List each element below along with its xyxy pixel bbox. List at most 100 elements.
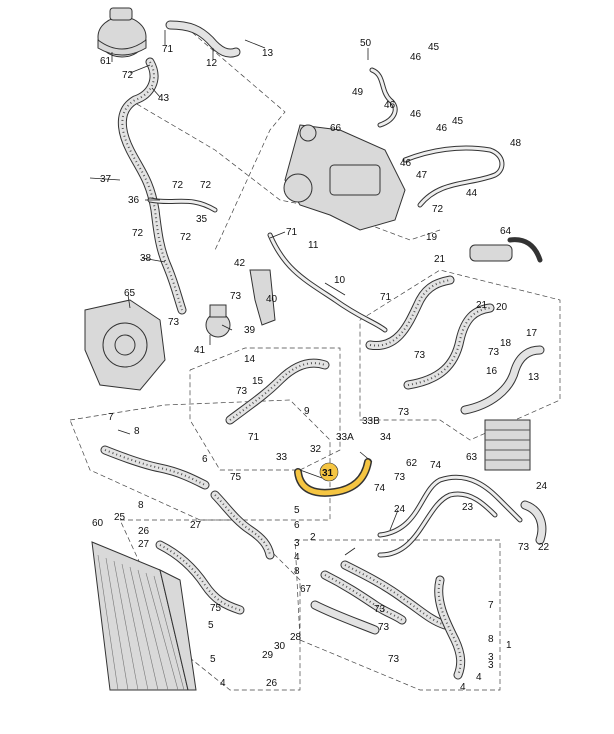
callout-73: 73 [388, 654, 400, 665]
callout-73: 73 [414, 350, 426, 361]
callout-3: 3 [488, 660, 494, 671]
callout-40: 40 [266, 294, 278, 305]
callout-41: 41 [194, 345, 206, 356]
callout-60: 60 [92, 518, 104, 529]
callout-9: 9 [304, 406, 310, 417]
pipe-10 [267, 232, 388, 333]
callout-72: 72 [132, 228, 144, 239]
callout-8: 8 [488, 634, 494, 645]
callout-31: 31 [322, 468, 334, 479]
callout-37: 37 [100, 174, 112, 185]
callout-3: 3 [294, 538, 300, 549]
callout-71: 71 [162, 44, 174, 55]
callout-8: 8 [138, 500, 144, 511]
callout-22: 22 [538, 542, 550, 553]
callout-3: 3 [488, 652, 494, 663]
callout-28: 28 [290, 632, 302, 643]
callout-73: 73 [488, 347, 500, 358]
callout-46: 46 [400, 158, 412, 169]
callout-25: 25 [114, 512, 126, 523]
callout-1: 1 [506, 640, 512, 651]
callout-4: 4 [220, 678, 226, 689]
callout-72: 72 [122, 70, 134, 81]
callout-73: 73 [394, 472, 406, 483]
callout-20: 20 [496, 302, 508, 313]
callout-71: 71 [248, 432, 260, 443]
right-top-hoses [369, 67, 505, 208]
oil-cooler [484, 419, 531, 471]
callout-45: 45 [452, 116, 464, 127]
callout-26: 26 [138, 526, 150, 537]
callout-61: 61 [100, 56, 112, 67]
callout-75: 75 [210, 603, 222, 614]
callout-36: 36 [128, 195, 140, 206]
callout-14: 14 [244, 354, 256, 365]
callout-73: 73 [168, 317, 180, 328]
callout-24: 24 [536, 481, 548, 492]
callout-74: 74 [430, 460, 442, 471]
callout-34: 34 [380, 432, 392, 443]
callout-10: 10 [334, 275, 346, 286]
callout-46: 46 [384, 100, 396, 111]
callout-33: 33 [276, 452, 288, 463]
callout-4: 4 [476, 672, 482, 683]
callout-26: 26 [266, 678, 278, 689]
callout-46: 46 [436, 123, 448, 134]
callout-31-highlight: 31 [319, 462, 339, 482]
callout-labels: 61 71 12 13 72 43 50 46 45 49 46 46 66 4… [92, 38, 550, 693]
callout-73: 73 [374, 604, 386, 615]
callout-73: 73 [230, 291, 242, 302]
callout-5: 5 [210, 654, 216, 665]
callout-17: 17 [526, 328, 538, 339]
callout-11: 11 [308, 240, 319, 251]
group-frames [69, 21, 561, 691]
callout-13: 13 [528, 372, 540, 383]
callout-24: 24 [394, 504, 406, 515]
callout-5: 5 [208, 620, 214, 631]
callout-62: 62 [406, 458, 418, 469]
callout-32: 32 [310, 444, 322, 455]
callout-21: 21 [434, 254, 446, 265]
hose-group-67 [310, 560, 450, 635]
callout-71: 71 [380, 292, 392, 303]
water-pump [84, 299, 166, 391]
callout-72: 72 [172, 180, 184, 191]
callout-73: 73 [378, 622, 390, 633]
callout-46: 46 [410, 109, 422, 120]
callout-65: 65 [124, 288, 136, 299]
callout-16: 16 [486, 366, 498, 377]
callout-74: 74 [374, 483, 386, 494]
left-hoses [117, 20, 241, 315]
callout-73: 73 [236, 386, 248, 397]
callout-4: 4 [460, 682, 466, 693]
hose-group-14 [225, 358, 330, 425]
callout-27: 27 [138, 539, 150, 550]
thermostat-hoses [365, 237, 545, 415]
radiator [91, 541, 197, 691]
callout-21: 21 [476, 300, 488, 311]
callout-42: 42 [234, 258, 246, 269]
pipe-23 [377, 474, 547, 558]
turbocharger [283, 124, 406, 231]
pipe-31 [294, 458, 372, 497]
callout-27: 27 [190, 520, 202, 531]
callout-39: 39 [244, 325, 256, 336]
callout-50: 50 [360, 38, 372, 49]
callout-29: 29 [262, 650, 274, 661]
callout-67: 67 [300, 584, 312, 595]
callout-6: 6 [202, 454, 208, 465]
callout-73: 73 [518, 542, 530, 553]
callout-72: 72 [432, 204, 444, 215]
callout-7: 7 [108, 412, 114, 423]
callout-30: 30 [274, 641, 286, 652]
hose-group-27 [155, 540, 245, 615]
callout-43: 43 [158, 93, 170, 104]
hose-group-3 [434, 575, 466, 680]
callout-23: 23 [462, 502, 474, 513]
callout-33A: 33A [336, 432, 354, 443]
callout-5: 5 [294, 505, 300, 516]
pump-bracket [205, 269, 276, 338]
leader-lines [89, 30, 399, 556]
callout-66: 66 [330, 123, 342, 134]
